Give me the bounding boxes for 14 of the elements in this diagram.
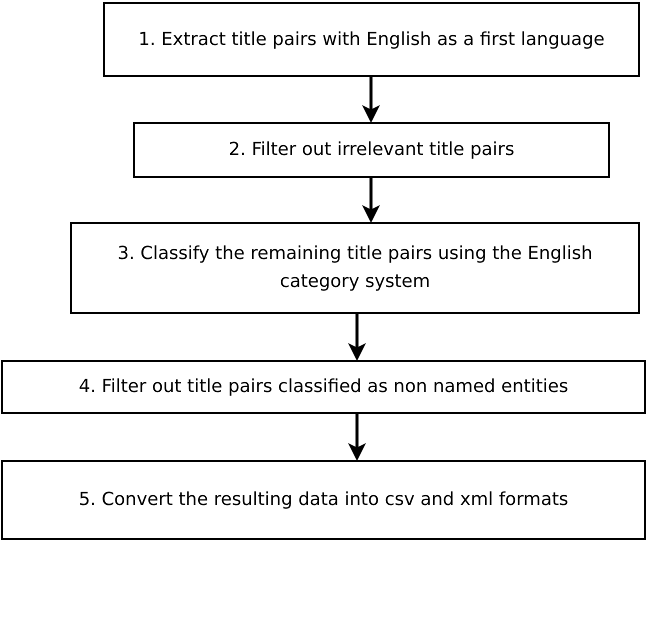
process-box xyxy=(103,2,640,77)
process-box xyxy=(1,460,646,540)
step-text: 3. Classify the remaining title pairs using the English category system xyxy=(116,242,594,294)
process-box xyxy=(1,360,646,414)
step-text: 5. Convert the resulting data into csv and xml formats xyxy=(78,488,568,512)
arrow xyxy=(362,77,380,123)
arrow xyxy=(348,414,366,461)
step-text: 2. Filter out irrelevant title pairs xyxy=(228,138,514,162)
process-box xyxy=(70,222,640,314)
arrow xyxy=(348,314,366,361)
process-box xyxy=(133,122,610,178)
step-text: 1. Extract title pairs with English as a first language xyxy=(138,28,605,52)
step-text: 4. Filter out title pairs classified as non named entities xyxy=(78,375,568,399)
arrow xyxy=(362,178,380,223)
